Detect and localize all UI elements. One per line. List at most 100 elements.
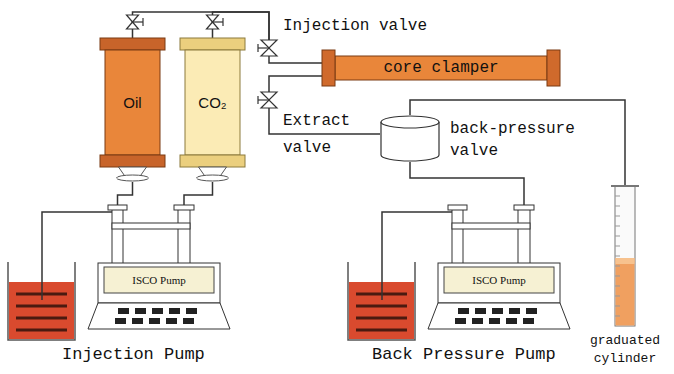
pump-keyboard xyxy=(88,303,230,329)
shape-group xyxy=(258,92,277,108)
pump-key xyxy=(183,318,194,324)
part-label: Back Pressure Pump xyxy=(372,345,556,364)
valve-handle xyxy=(222,18,223,26)
pipe-line xyxy=(269,56,322,63)
valve-half xyxy=(261,48,277,56)
valve-handle xyxy=(257,96,258,104)
pump-upright xyxy=(112,207,123,265)
valve-half xyxy=(261,40,277,48)
valve-handle xyxy=(142,18,143,26)
back-pressure-pump: ISCO PumpBack Pressure Pump xyxy=(428,205,570,332)
core-clamper: core clamper xyxy=(322,50,560,86)
liquid-stripe xyxy=(16,317,67,320)
cylinder-cap xyxy=(100,38,165,50)
pump-crossbar xyxy=(112,223,190,229)
scale-tick xyxy=(615,276,620,277)
shape-group xyxy=(100,38,165,181)
pump-key xyxy=(492,308,503,314)
scale-tick xyxy=(615,266,620,267)
pump-key xyxy=(135,308,146,314)
pump-key xyxy=(509,308,520,314)
cylinder-cap xyxy=(180,38,245,50)
cylinder-cap xyxy=(180,155,245,167)
valve-half xyxy=(127,15,139,22)
scale-tick xyxy=(615,236,620,237)
pump-top xyxy=(108,205,127,210)
extract-valve: Extract valve xyxy=(257,92,281,108)
injection-valve: Injection valve xyxy=(257,40,281,56)
pump-housing xyxy=(98,263,220,303)
part-label: back-pressure valve xyxy=(450,118,590,162)
valve-half xyxy=(261,92,277,100)
pump-key xyxy=(166,318,177,324)
pump-key xyxy=(149,318,160,324)
shape-label: ISCO Pump xyxy=(472,274,526,286)
shape-label: CO₂ xyxy=(198,94,226,111)
pump-upright xyxy=(452,207,463,265)
injection-pump-outline xyxy=(88,205,230,332)
part-label: Extract valve xyxy=(283,108,363,162)
clamper-cap xyxy=(547,50,560,86)
scale-tick xyxy=(615,256,620,257)
co2-cylinder: CO₂ xyxy=(180,38,245,182)
pump-key xyxy=(186,308,197,314)
liquid-stripe xyxy=(16,329,67,332)
injection-pump: ISCO PumpInjection Pump xyxy=(88,205,230,332)
pump-key xyxy=(115,318,126,324)
liquid-stripe xyxy=(16,305,67,308)
cylinder-body xyxy=(105,50,160,155)
pump-housing xyxy=(438,263,560,303)
valve-handle xyxy=(257,44,258,52)
valve-half xyxy=(207,22,219,29)
shape-group xyxy=(88,205,230,329)
pipe-line xyxy=(118,182,133,205)
pump-upright xyxy=(518,207,530,265)
valve-half xyxy=(261,100,277,108)
pump-keyboard xyxy=(428,303,570,329)
valve-half xyxy=(207,15,219,22)
liquid-stripe xyxy=(356,305,407,308)
clamper-body xyxy=(335,56,547,80)
scale-tick xyxy=(615,226,620,227)
cylinder-liquid xyxy=(616,258,635,326)
clamper-cap xyxy=(322,50,335,86)
shape-group xyxy=(180,38,245,181)
pump-top xyxy=(514,205,534,210)
part-label: Injection Pump xyxy=(62,345,205,364)
pump-key xyxy=(118,308,129,314)
pump-key xyxy=(526,308,537,314)
liquid-stripe xyxy=(356,317,407,320)
valve-stem xyxy=(258,47,269,48)
valve-top xyxy=(381,116,439,128)
liquid-stripe xyxy=(356,329,407,332)
shape-label: Oil xyxy=(123,94,141,111)
pipe-line xyxy=(184,182,213,205)
pump-top xyxy=(448,205,467,210)
pump-upright xyxy=(178,207,190,265)
liquid-surface xyxy=(616,258,635,264)
valve-stem xyxy=(133,21,144,22)
pump-key xyxy=(132,318,143,324)
stand-foot xyxy=(197,175,229,181)
injection-valve-outline xyxy=(257,40,281,56)
cylinder-glass xyxy=(615,186,635,326)
shape-group xyxy=(611,186,639,326)
stand-foot xyxy=(117,175,149,181)
scale-tick xyxy=(615,206,620,207)
pipe-line xyxy=(410,162,524,205)
pump-key xyxy=(472,318,483,324)
pump-key xyxy=(475,308,486,314)
cylinder-cap xyxy=(100,155,165,167)
pump-key xyxy=(169,308,180,314)
graduated-cylinder: graduated cylinder xyxy=(610,186,640,328)
pump-screen xyxy=(444,267,554,293)
shape-group xyxy=(428,205,570,329)
part-label: graduated cylinder xyxy=(587,332,663,368)
cylinder-body xyxy=(185,50,240,155)
shape-group xyxy=(322,50,560,86)
back-pressure-pump-outline xyxy=(428,205,570,332)
pump-key xyxy=(506,318,517,324)
pump-crossbar xyxy=(452,223,530,229)
pipe-line xyxy=(410,100,625,186)
valve-stem xyxy=(258,99,269,100)
